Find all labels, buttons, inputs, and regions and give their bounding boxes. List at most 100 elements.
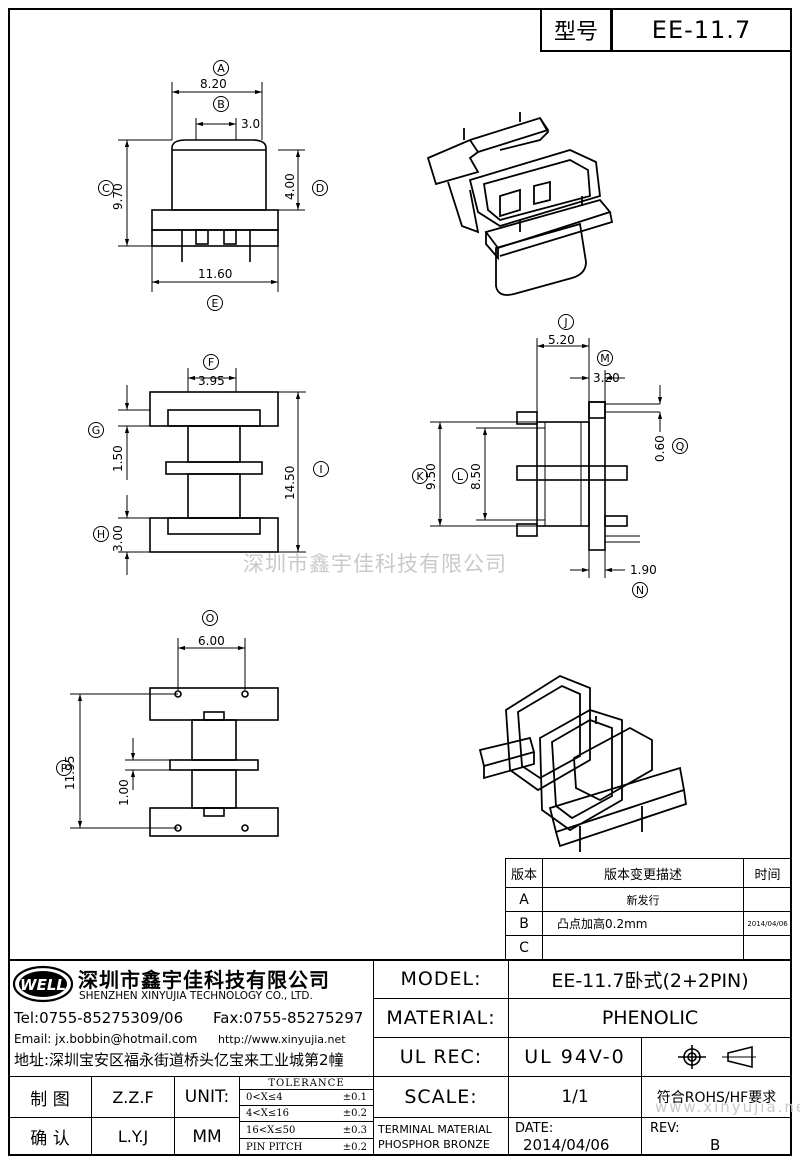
rev-row-c-time <box>743 935 792 960</box>
watermark-url: www.xinyujia.net <box>655 1098 800 1116</box>
label-e: E <box>207 295 223 311</box>
svg-text:G: G <box>92 424 101 437</box>
dim-l-value: 8.50 <box>469 463 483 490</box>
rev-label: REV: <box>650 1120 680 1136</box>
svg-text:B: B <box>217 98 225 111</box>
company-name-cn: 深圳市鑫宇佳科技有限公司 <box>78 968 330 992</box>
tolerance-row-1: 0<X≤4±0.1 <box>239 1089 374 1106</box>
label-p: P <box>56 760 72 776</box>
rev-header-time: 时间 <box>743 858 792 888</box>
rev-row-c-description <box>542 935 744 960</box>
tolerance-row-2: 4<X≤16±0.2 <box>239 1105 374 1122</box>
watermark-text: 深圳市鑫宇佳科技有限公司 <box>243 552 507 576</box>
label-d: D <box>312 180 328 196</box>
svg-text:D: D <box>316 182 324 195</box>
terminal-value: PHOSPHOR BRONZE <box>378 1137 490 1151</box>
scale-value-cell: 1/1 <box>508 1076 642 1118</box>
svg-text:K: K <box>416 470 424 483</box>
dim-j-value: 5.20 <box>548 333 575 347</box>
dim-q-value: 0.60 <box>653 435 667 462</box>
label-i: I <box>313 461 329 477</box>
company-fax: Fax:0755-85275297 <box>213 1009 364 1027</box>
dim-n-value: 1.90 <box>630 563 657 577</box>
drawn-value-cell: Z.Z.F <box>91 1076 175 1118</box>
label-q: Q <box>672 438 688 454</box>
svg-text:H: H <box>97 528 105 541</box>
technical-drawing: 8.20 3.0 9.70 4.00 11.60 3.95 1.50 3.00 … <box>56 60 688 852</box>
svg-text:M: M <box>600 352 610 365</box>
bottom-view <box>70 638 279 837</box>
svg-text:I: I <box>319 463 322 476</box>
svg-text:WELL: WELL <box>20 976 66 994</box>
svg-text:A: A <box>217 62 225 75</box>
isometric-view-bottom <box>478 674 687 852</box>
tolerance-row-4: PIN PITCH±0.2 <box>239 1138 374 1156</box>
label-f: F <box>203 354 219 370</box>
dim-h-value: 3.00 <box>111 525 125 552</box>
rev-row-c-version: C <box>505 935 543 960</box>
svg-text:L: L <box>457 470 464 483</box>
rev-row-b-version: B <box>505 911 543 936</box>
svg-text:F: F <box>208 356 214 369</box>
dim-b-value: 3.0 <box>241 117 260 131</box>
side-view <box>430 338 663 578</box>
rev-header-description: 版本变更描述 <box>542 858 744 888</box>
company-name-en: SHENZHEN XINYUJIA TECHNOLOGY CO., LTD. <box>79 990 313 1002</box>
type-label: 型号 <box>553 20 598 45</box>
date-value: 2014/04/06 <box>523 1135 610 1154</box>
label-b: B <box>213 96 229 112</box>
model-value-cell: EE-11.7卧式(2+2PIN) <box>508 959 792 999</box>
dim-e-value: 11.60 <box>198 267 232 281</box>
tolerance-title-cell: TOLERANCE <box>239 1076 374 1090</box>
dim-o-value: 6.00 <box>198 634 225 648</box>
label-j: J <box>558 314 574 330</box>
label-g: G <box>88 422 104 438</box>
dim-a-value: 8.20 <box>200 77 227 91</box>
model-label-cell: MODEL: <box>373 959 509 999</box>
dim-k-value: 9.50 <box>424 463 438 490</box>
dim-c-value: 9.70 <box>111 183 125 210</box>
unit-value-cell: MM <box>174 1117 240 1156</box>
isometric-view-top <box>426 112 614 296</box>
terminal-cell: TERMINAL MATERIAL PHOSPHOR BRONZE <box>373 1117 509 1156</box>
label-l: L <box>452 468 468 484</box>
company-logo: WELL <box>12 964 74 1004</box>
rev-row-b-time: 2014/04/06 <box>743 911 792 936</box>
projection-symbol-cell <box>641 1037 792 1077</box>
rev-cell: REV: B <box>641 1117 792 1156</box>
svg-text:N: N <box>636 584 644 597</box>
rev-row-b-description: 凸点加高0.2mm <box>542 911 744 936</box>
top-view <box>118 368 306 575</box>
dim-r-value: 1.00 <box>117 779 131 806</box>
ulrec-value-cell: UL 94V-0 <box>508 1037 642 1077</box>
svg-text:C: C <box>102 182 110 195</box>
label-o: O <box>202 610 218 626</box>
svg-text:J: J <box>563 316 567 329</box>
checked-value-cell: L.Y.J <box>91 1117 175 1156</box>
company-web: http://www.xinyujia.net <box>218 1033 346 1046</box>
dim-i-value: 14.50 <box>283 466 297 500</box>
label-c: C <box>98 180 114 196</box>
svg-text:P: P <box>61 762 68 775</box>
tolerance-row-3: 16<X≤50±0.3 <box>239 1121 374 1139</box>
dim-g-value: 1.50 <box>111 445 125 472</box>
dim-m-value: 3.20 <box>593 371 620 385</box>
front-view <box>118 82 305 292</box>
label-k: K <box>412 468 428 484</box>
unit-label-cell: UNIT: <box>174 1076 240 1118</box>
company-tel: Tel:0755-85275309/06 <box>14 1009 184 1027</box>
svg-text:O: O <box>206 612 215 625</box>
terminal-label: TERMINAL MATERIAL <box>378 1122 492 1136</box>
label-a: A <box>213 60 229 76</box>
label-n: N <box>632 582 648 598</box>
material-label-cell: MATERIAL: <box>373 998 509 1038</box>
label-m: M <box>597 350 613 366</box>
checked-label-cell: 确 认 <box>8 1117 92 1156</box>
date-label: DATE: <box>515 1120 554 1136</box>
drawn-label-cell: 制 图 <box>8 1076 92 1118</box>
date-cell: DATE: 2014/04/06 <box>508 1117 642 1156</box>
ulrec-label-cell: UL REC: <box>373 1037 509 1077</box>
label-h: H <box>93 526 109 542</box>
material-value-cell: PHENOLIC <box>508 998 792 1038</box>
rev-row-a-version: A <box>505 887 543 912</box>
